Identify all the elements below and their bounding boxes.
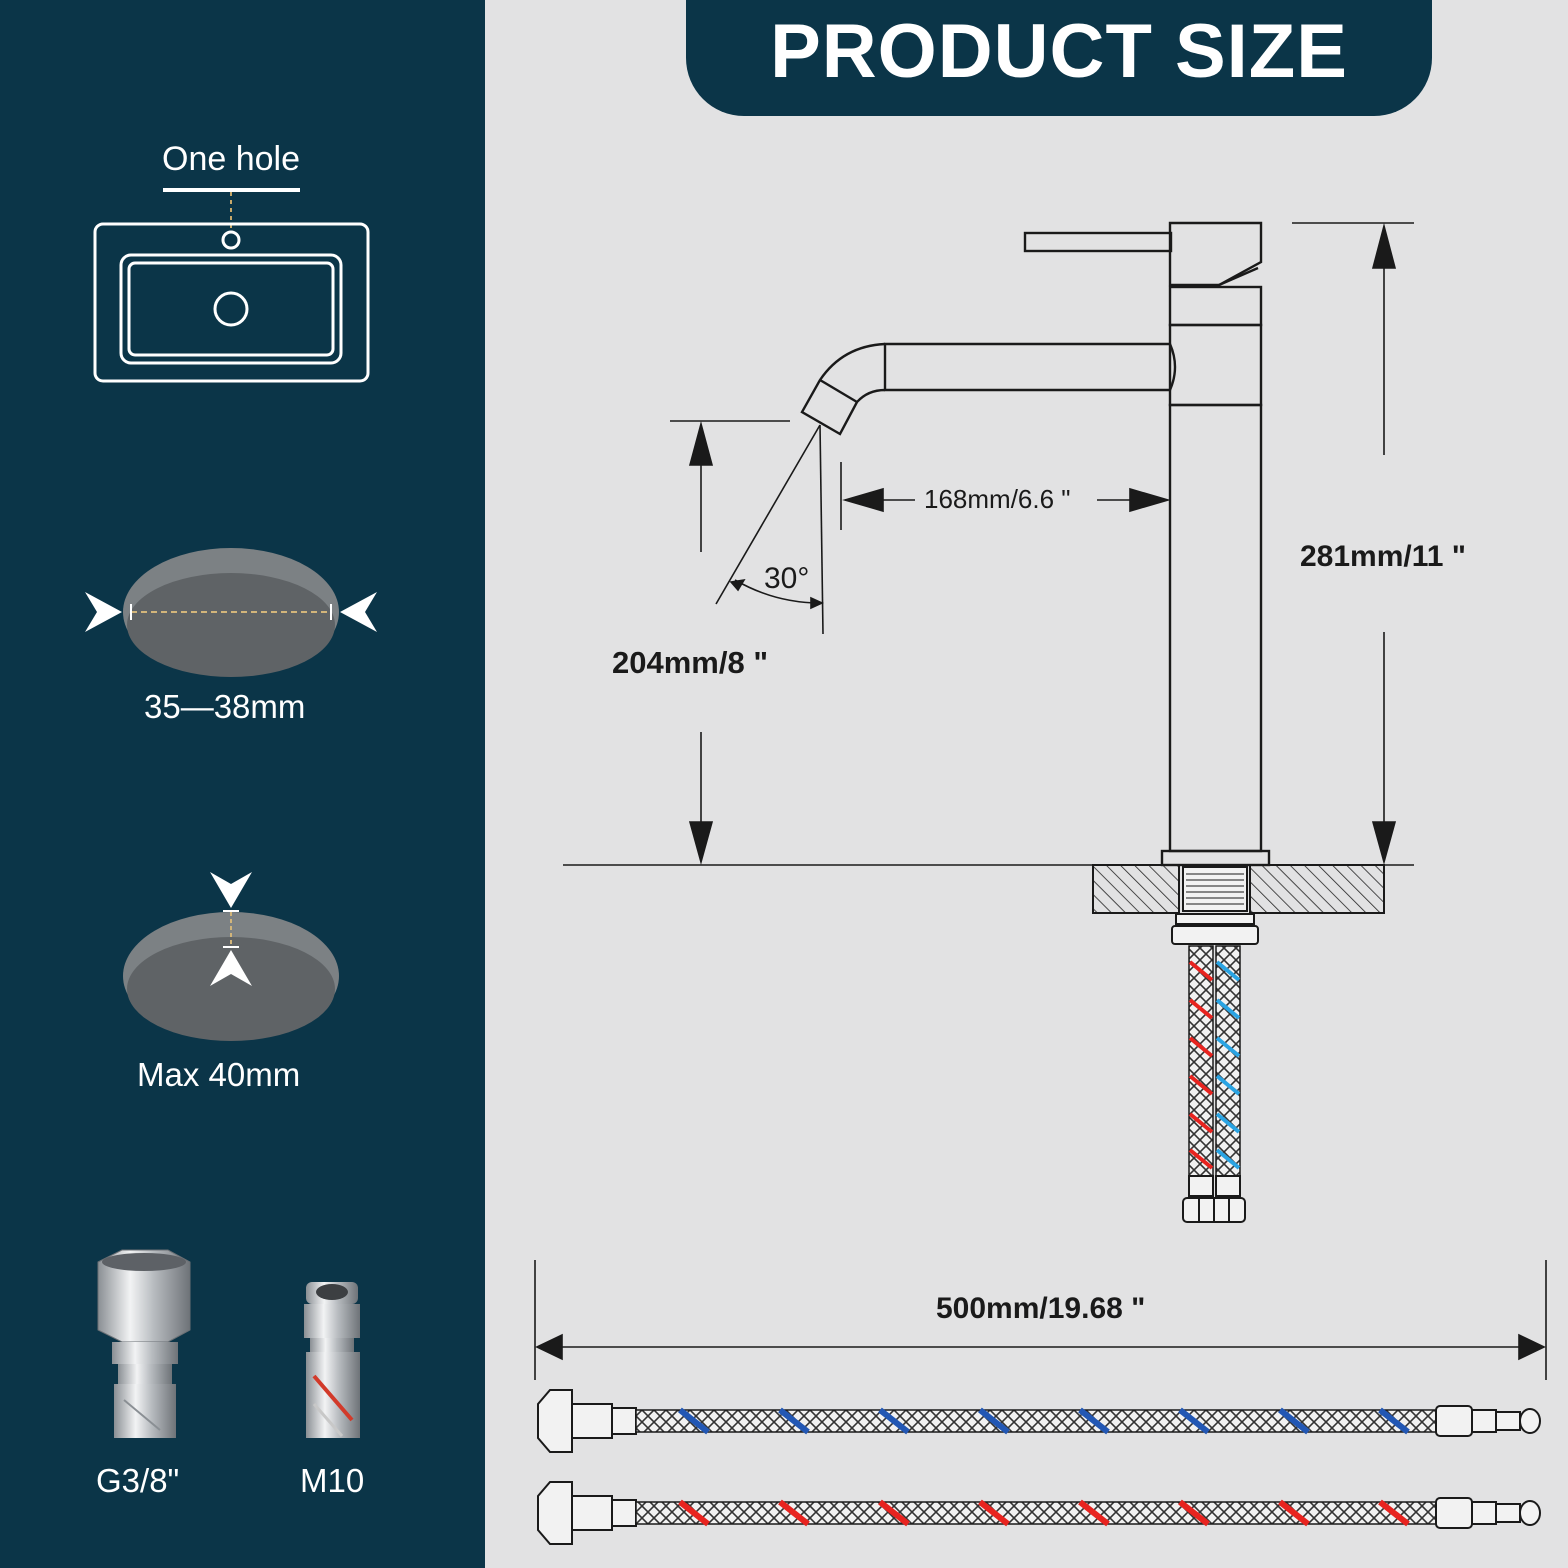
title-banner [686,0,1432,116]
page-title: PRODUCT SIZE [770,9,1348,94]
hole-diameter-label: 35—38mm [144,688,306,725]
total-height-label: 281mm/11 " [1300,540,1467,573]
spout-height-label: 204mm/8 " [612,645,769,680]
countertop-section [563,864,1414,945]
dimension-lines [534,222,1547,1380]
sink-top-view-icon [93,188,370,383]
g38-fitting-icon [97,1249,191,1438]
hole-diameter-icon [85,548,377,677]
spout-angle-label: 30° [764,562,810,595]
hose-length-label: 500mm/19.68 " [936,1292,1146,1325]
long-hose-hot [537,1481,1541,1545]
supply-hoses [1182,945,1246,1223]
long-hose-cold [537,1389,1541,1453]
faucet-outline [800,221,1271,867]
sidebar-panel [0,0,485,1568]
one-hole-label: One hole [162,140,300,178]
max-thickness-label: Max 40mm [137,1056,301,1093]
max-thickness-icon [123,872,339,1041]
g38-label: G3/8" [96,1462,180,1499]
spout-reach-label: 168mm/6.6 " [924,484,1071,514]
m10-fitting-icon [304,1282,360,1438]
m10-label: M10 [300,1462,365,1499]
